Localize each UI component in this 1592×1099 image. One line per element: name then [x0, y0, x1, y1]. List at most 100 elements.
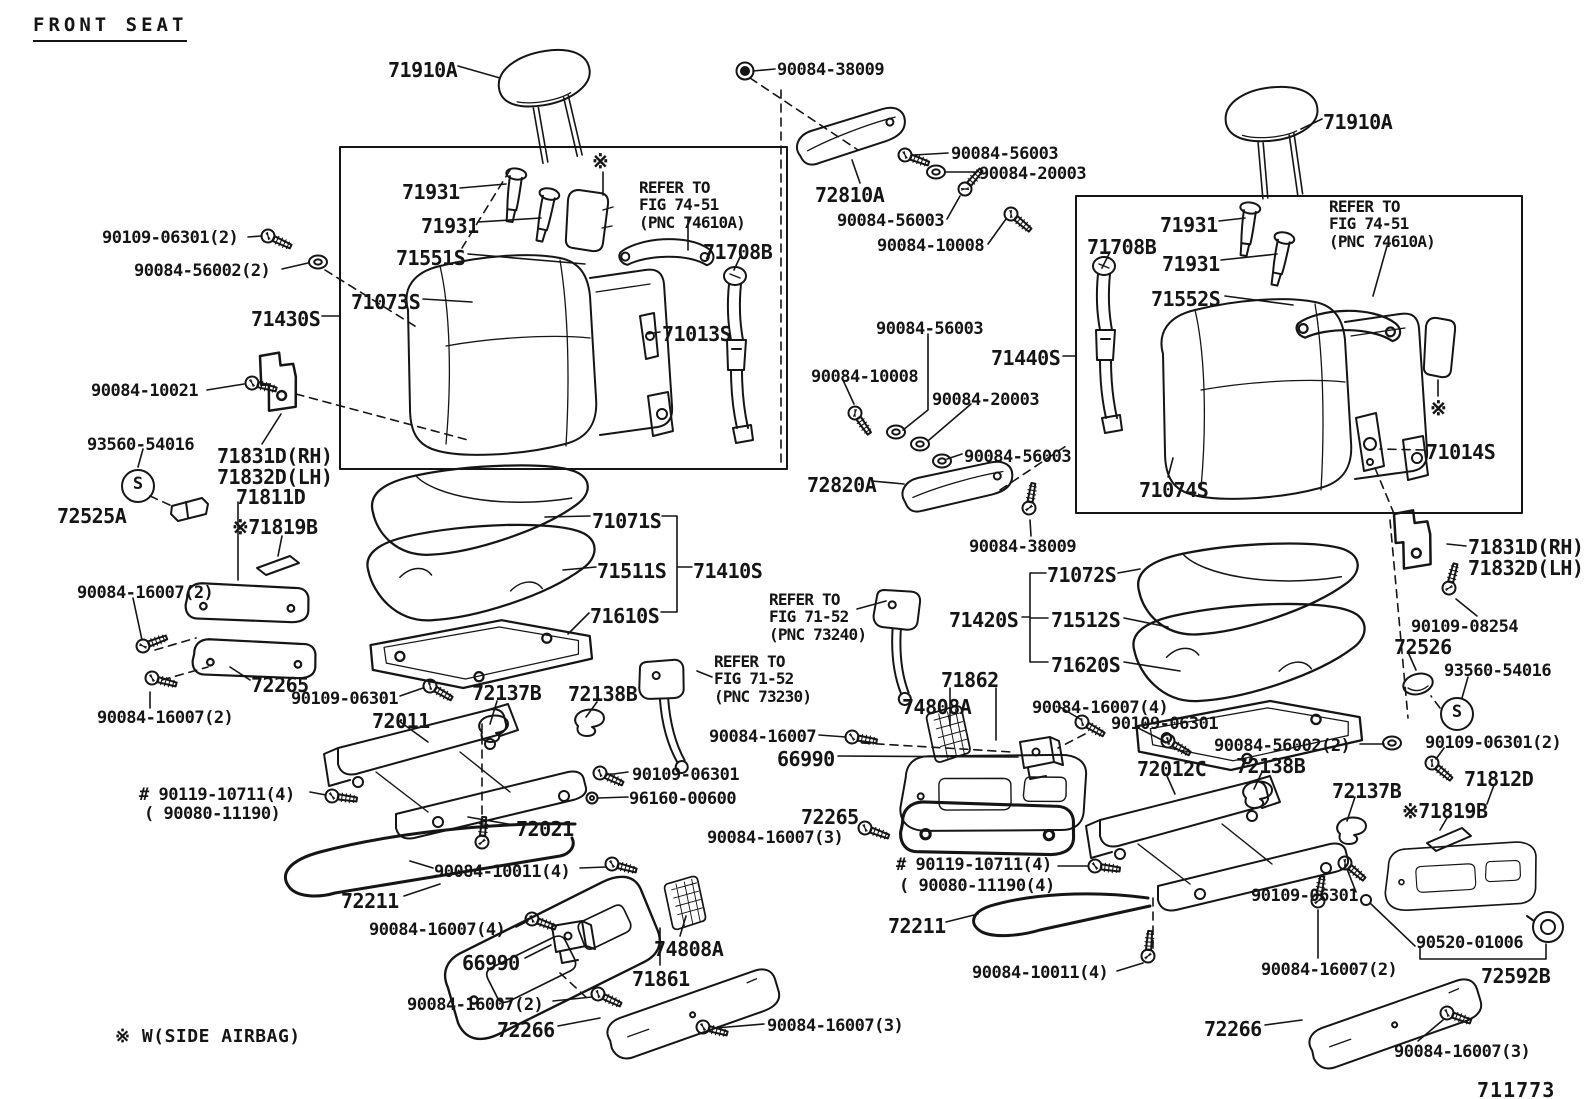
part-label: 90084-56002(2) — [1214, 736, 1351, 756]
part-label: 71811D — [236, 485, 306, 509]
part-label: 90084-56003 — [837, 211, 945, 231]
part-label: 71071S — [592, 509, 662, 533]
part-label: 71862 — [941, 668, 999, 692]
part-label: 90084-38009 — [777, 60, 885, 80]
part-label: 72138B — [1236, 754, 1306, 778]
support-pin — [1232, 200, 1262, 258]
part-label: 90084-16007(2) — [407, 995, 544, 1015]
part-label: 66990 — [462, 951, 520, 975]
part-label: 71511S — [597, 559, 667, 583]
recliner-71013s — [639, 312, 659, 360]
airbag-module-right — [1422, 316, 1457, 379]
part-label: 71708B — [703, 240, 773, 264]
part-label: 90109-06301 — [632, 765, 740, 785]
part-label: 90084-16007(2) — [1261, 960, 1398, 980]
airbag-module-left — [564, 189, 610, 253]
part-label: 71931 — [402, 180, 460, 204]
support-pin — [498, 166, 528, 224]
belt-guide-right — [1092, 256, 1123, 434]
part-label: 72011 — [372, 709, 430, 733]
part-label: 71512S — [1051, 608, 1121, 632]
part-label: 72266 — [1204, 1017, 1262, 1041]
part-label: 72138B — [568, 682, 638, 706]
part-label: 90109-06301(2) — [1425, 733, 1562, 753]
part-label: 72820A — [807, 473, 877, 497]
s-symbol: S — [121, 469, 155, 503]
part-label: 66990 — [777, 747, 835, 771]
part-label: 90084-16007(2) — [97, 708, 234, 728]
part-label: 71552S — [1151, 287, 1221, 311]
part-label: 71410S — [693, 559, 763, 583]
part-label: 71074S — [1139, 478, 1209, 502]
part-label: 90084-16007(3) — [1394, 1042, 1531, 1062]
part-label: 71014S — [1426, 440, 1496, 464]
right-assembly-box — [1075, 195, 1523, 514]
part-label: 90084-16007(3) — [707, 828, 844, 848]
part-label: 71420S — [949, 608, 1019, 632]
seat-shield-71812d — [1382, 825, 1542, 927]
part-label: 90084-10008 — [811, 367, 919, 387]
part-label: 90109-06301 — [1111, 714, 1219, 734]
part-label: 71551S — [396, 246, 466, 270]
part-label: 71440S — [991, 346, 1061, 370]
support-pin — [528, 185, 562, 245]
part-label: 72137B — [472, 681, 542, 705]
part-label: 72012C — [1137, 757, 1207, 781]
recliner-71014s — [1355, 412, 1385, 472]
part-label: 96160-00600 — [629, 789, 737, 809]
cap-72526 — [1402, 672, 1434, 696]
armrest-72810a — [791, 104, 911, 168]
slat-71811d — [181, 562, 315, 644]
part-label: 71832D(LH) — [217, 465, 333, 489]
part-label: 74808A — [654, 937, 724, 961]
dashed-lines — [149, 77, 1441, 1000]
part-label: 71831D(RH) — [217, 444, 333, 468]
part-label: ※71819B — [232, 515, 318, 539]
part-label: 71430S — [251, 307, 321, 331]
part-label: 71831D(RH) — [1468, 535, 1584, 559]
grille-74808a-left — [662, 874, 708, 932]
part-label: 90084-56003 — [964, 447, 1072, 467]
part-label: ※ — [1430, 396, 1447, 420]
part-label: 74808A — [902, 695, 972, 719]
part-label: 90109-06301 — [291, 689, 399, 709]
part-label: 71931 — [1162, 252, 1220, 276]
part-label: 90084-20003 — [932, 390, 1040, 410]
armrest-72820a — [899, 459, 1016, 514]
part-label: REFER TO FIG 74-51 (PNC 74610A) — [639, 178, 746, 232]
part-label: 90084-16007 — [709, 727, 817, 747]
knob-72592b — [1532, 911, 1564, 943]
seat-back-left — [405, 254, 674, 456]
part-label: 71013S — [662, 322, 732, 346]
part-label: # 90119-10711(4) — [896, 855, 1052, 875]
wire-72211-right — [972, 892, 1152, 938]
seat-cushion-left — [366, 464, 596, 690]
part-label: 72810A — [815, 183, 885, 207]
part-label: 71931 — [1160, 213, 1218, 237]
part-label: 90084-16007(2) — [77, 583, 214, 603]
s-symbol: S — [1440, 697, 1474, 731]
part-label: 71708B — [1087, 235, 1157, 259]
part-label: 71072S — [1047, 563, 1117, 587]
pad-71819b-right — [1426, 827, 1472, 852]
part-label: 90084-38009 — [969, 537, 1077, 557]
belt-guide-left — [723, 266, 754, 444]
stud-90520 — [1360, 894, 1372, 906]
part-label: 90084-56003 — [951, 144, 1059, 164]
grab-handle-right — [1294, 301, 1404, 352]
part-label: 71861 — [632, 967, 690, 991]
part-label: ※ — [592, 149, 609, 173]
part-label: 72525A — [57, 504, 127, 528]
part-label: ※71819B — [1402, 799, 1488, 823]
part-label: 72265 — [801, 805, 859, 829]
clip-72137b-right — [1336, 816, 1367, 845]
part-label: # 90119-10711(4) — [139, 785, 295, 805]
part-label: REFER TO FIG 71-52 (PNC 73230) — [714, 652, 812, 706]
clip-72138b-left — [574, 708, 605, 737]
part-label: 90084-16007(4) — [369, 920, 506, 940]
part-label: 71073S — [351, 290, 421, 314]
part-label: 90109-08254 — [1411, 617, 1519, 637]
part-label: 90084-16007(4) — [1032, 698, 1169, 718]
